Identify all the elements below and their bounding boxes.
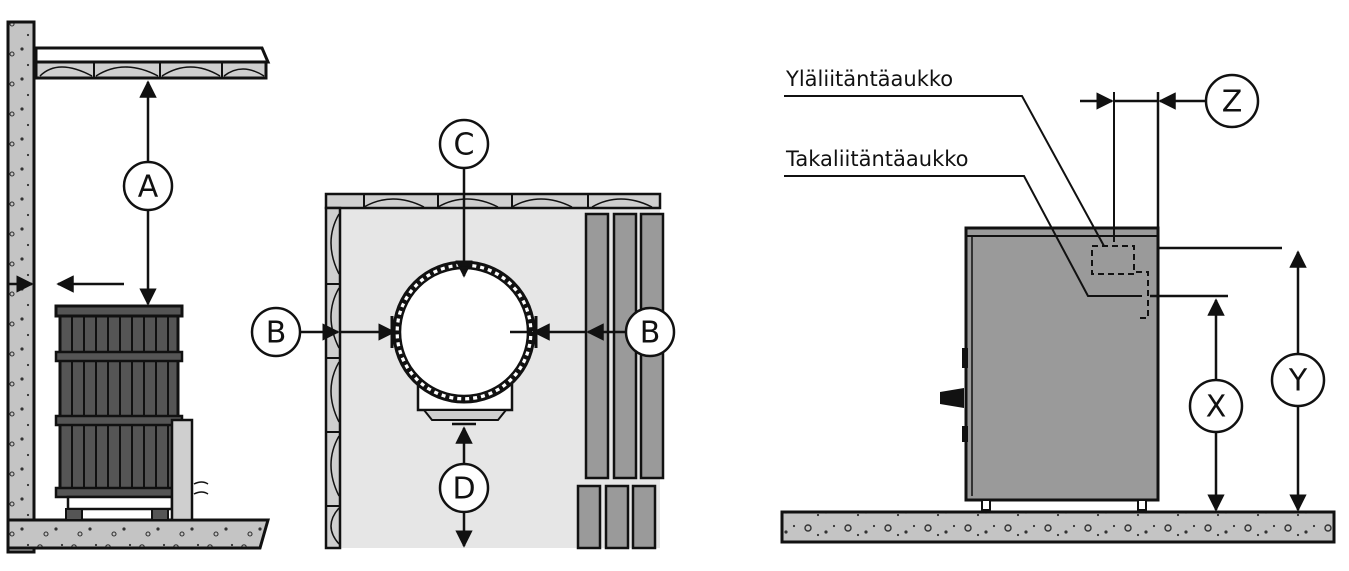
label-z: Z	[1222, 85, 1243, 120]
label-d: D	[452, 472, 475, 507]
stove-body	[940, 226, 1160, 511]
label-c: C	[454, 128, 475, 163]
label-circle-c	[438, 118, 490, 170]
label-y: Y	[1288, 364, 1308, 399]
side-view-panel: A	[6, 20, 271, 554]
rear-connection-opening	[1136, 271, 1149, 319]
label-circle-a	[122, 160, 174, 212]
label-circle-b-right	[624, 306, 676, 358]
leader-line-top-opening	[784, 95, 1105, 247]
label-b-right: B	[640, 316, 661, 351]
top-connection-opening	[1091, 245, 1135, 275]
leader-line-rear-opening	[784, 175, 1142, 297]
leader-label-top-opening: Yläliitäntäaukko	[785, 67, 953, 91]
ceiling-panel	[34, 46, 271, 80]
left-wood-wall	[324, 206, 342, 550]
label-a: A	[138, 170, 159, 205]
label-circle-z	[1204, 73, 1260, 129]
left-floor	[6, 518, 270, 550]
top-view-panel: C D B B	[250, 118, 676, 550]
top-wood-wall	[324, 192, 662, 210]
stove-side-view-panel: Yläliitäntäaukko Takaliitäntäaukko Z Y X	[780, 67, 1336, 544]
right-floor	[780, 510, 1336, 544]
heater-top-view	[390, 260, 538, 421]
sauna-heater	[54, 304, 209, 522]
label-b-left: B	[266, 316, 287, 351]
label-circle-d	[438, 462, 490, 514]
leader-label-rear-opening: Takaliitäntäaukko	[785, 147, 969, 171]
bench-boards	[576, 212, 665, 550]
left-wall	[6, 20, 36, 554]
label-circle-x	[1188, 378, 1244, 434]
label-circle-y	[1270, 352, 1326, 408]
label-circle-b-left	[250, 306, 302, 358]
label-x: X	[1206, 390, 1227, 425]
